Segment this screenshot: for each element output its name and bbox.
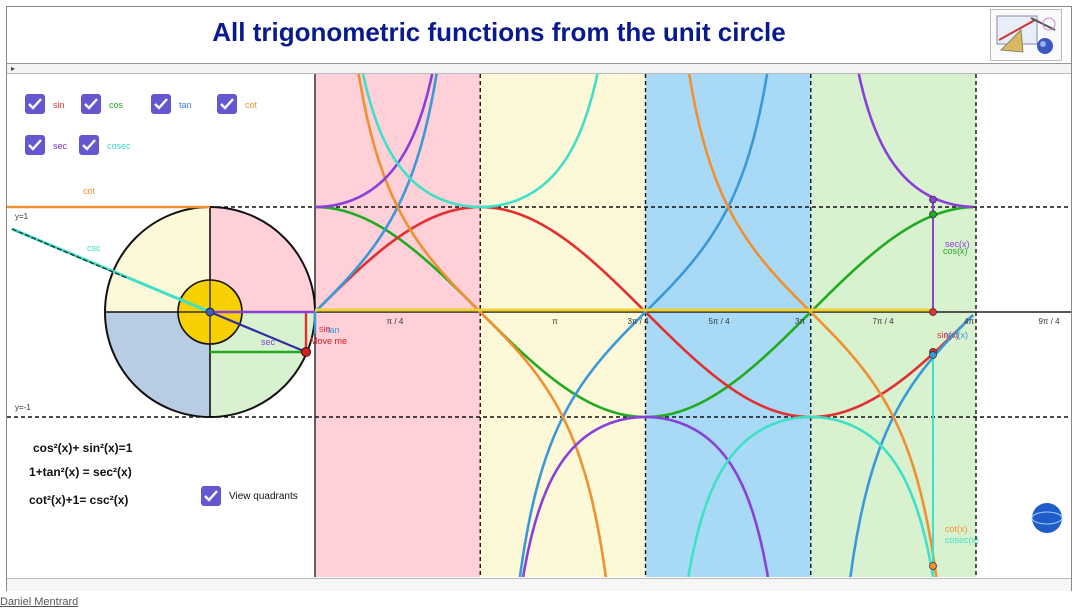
- sec-label: sec: [261, 337, 276, 347]
- checkbox-cosec[interactable]: [79, 135, 99, 155]
- checkbox-tan[interactable]: [151, 94, 171, 114]
- toggle-toolbar-icon[interactable]: ▸: [11, 64, 16, 73]
- checkmark-icon: [28, 139, 42, 151]
- circle-quadrant-3: [105, 312, 210, 417]
- x-axis-ticks: π / 4 π 3π / 4 5π / 4 3π 7π / 4 4π 9π / 4: [387, 317, 1060, 326]
- checkbox-label-sin: sin: [53, 100, 65, 110]
- checkbox-label-cosec: cosec: [107, 141, 131, 151]
- checkbox-sec[interactable]: [25, 135, 45, 155]
- origin-marker: [929, 308, 937, 316]
- page-title: All trigonometric functions from the uni…: [212, 17, 786, 47]
- tan-marker: [929, 351, 937, 359]
- view-quadrants-label: View quadrants: [229, 491, 298, 502]
- checkbox-sin[interactable]: [25, 94, 45, 114]
- cot-curve: [357, 74, 938, 577]
- x-tick-label: 7π / 4: [872, 317, 894, 326]
- identity-tan-sec: 1+tan²(x) = sec²(x): [29, 465, 132, 479]
- sec-marker: [929, 195, 937, 204]
- x-tick-label: 4π: [964, 317, 974, 326]
- globe-logo-icon: [1031, 503, 1063, 533]
- quadrant-band-1: [315, 74, 481, 577]
- quadrant-band-3: [645, 74, 811, 577]
- x-tick-label: π: [552, 317, 558, 326]
- cos-marker: [929, 210, 937, 219]
- checkbox-label-cot: cot: [245, 100, 258, 110]
- cos-curve-label: cos(x): [943, 246, 968, 256]
- toolbar-strip[interactable]: ▸: [7, 64, 1071, 74]
- bottom-strip: [7, 578, 1071, 591]
- checkmark-icon: [204, 490, 218, 502]
- cosec-curve-label: cosec(x): [945, 535, 979, 545]
- quadrant-bands: [315, 74, 976, 577]
- x-tick-label: 9π / 4: [1038, 317, 1060, 326]
- csc-label: csc: [87, 243, 101, 253]
- checkbox-label-cos: cos: [109, 100, 124, 110]
- ym1-label: y=-1: [15, 403, 31, 412]
- view-quadrants-checkbox[interactable]: [201, 486, 221, 506]
- checkbox-label-sec: sec: [53, 141, 68, 151]
- circle-quadrant-4: [210, 312, 315, 417]
- quadrant-band-2: [480, 74, 646, 577]
- x-tick-label: 3π / 4: [627, 317, 649, 326]
- circle-center-point: [205, 307, 215, 317]
- circle-quadrant-2: [105, 207, 210, 312]
- tan-curve-label: tan(x): [945, 330, 968, 340]
- unit-circle[interactable]: [7, 205, 317, 418]
- function-curves: [314, 74, 974, 577]
- app-frame: All trigonometric functions from the uni…: [6, 6, 1072, 591]
- cot-curve-label: cot(x): [945, 524, 968, 534]
- sin-label: sin: [319, 324, 331, 334]
- cosec-curve: [361, 74, 935, 577]
- tan-label: tan: [327, 325, 340, 335]
- globe-body: [1032, 503, 1062, 533]
- checkbox-cot[interactable]: [217, 94, 237, 114]
- identity-cot-csc: cot²(x)+1= csc²(x): [29, 493, 129, 507]
- x-tick-label: 3π: [795, 317, 805, 326]
- radius-line: [209, 310, 307, 354]
- x-tick-label: 5π / 4: [708, 317, 730, 326]
- move-me-label: Move me: [310, 336, 347, 346]
- move-me-point: [301, 347, 311, 357]
- sec-curve: [315, 74, 974, 577]
- author-link[interactable]: Daniel Mentrard: [0, 596, 79, 608]
- checkmark-icon: [220, 98, 234, 110]
- checkmark-icon: [28, 98, 42, 110]
- checkmark-icon: [154, 98, 168, 110]
- value-markers[interactable]: [929, 195, 937, 577]
- geometry-tools-logo-icon: [990, 9, 1062, 61]
- circle-quadrant-1: [210, 207, 315, 312]
- tan-curve: [314, 74, 974, 577]
- title-bar: All trigonometric functions from the uni…: [7, 7, 1071, 64]
- checkmark-icon: [84, 98, 98, 110]
- y1-label: y=1: [15, 212, 29, 221]
- checkbox-cos[interactable]: [81, 94, 101, 114]
- cot-label: cot: [83, 186, 96, 196]
- globe-ring: [1031, 511, 1063, 525]
- quadrant-band-4: [810, 74, 976, 577]
- x-tick-label: π / 4: [387, 317, 404, 326]
- checkmark-icon: [82, 139, 96, 151]
- cot-marker: [929, 562, 937, 570]
- sin-curve-label: sin(x): [937, 330, 959, 340]
- checkbox-label-tan: tan: [179, 100, 192, 110]
- identity-pythagorean: cos²(x)+ sin²(x)=1: [33, 441, 133, 455]
- sec-curve-label: sec(x): [945, 239, 970, 249]
